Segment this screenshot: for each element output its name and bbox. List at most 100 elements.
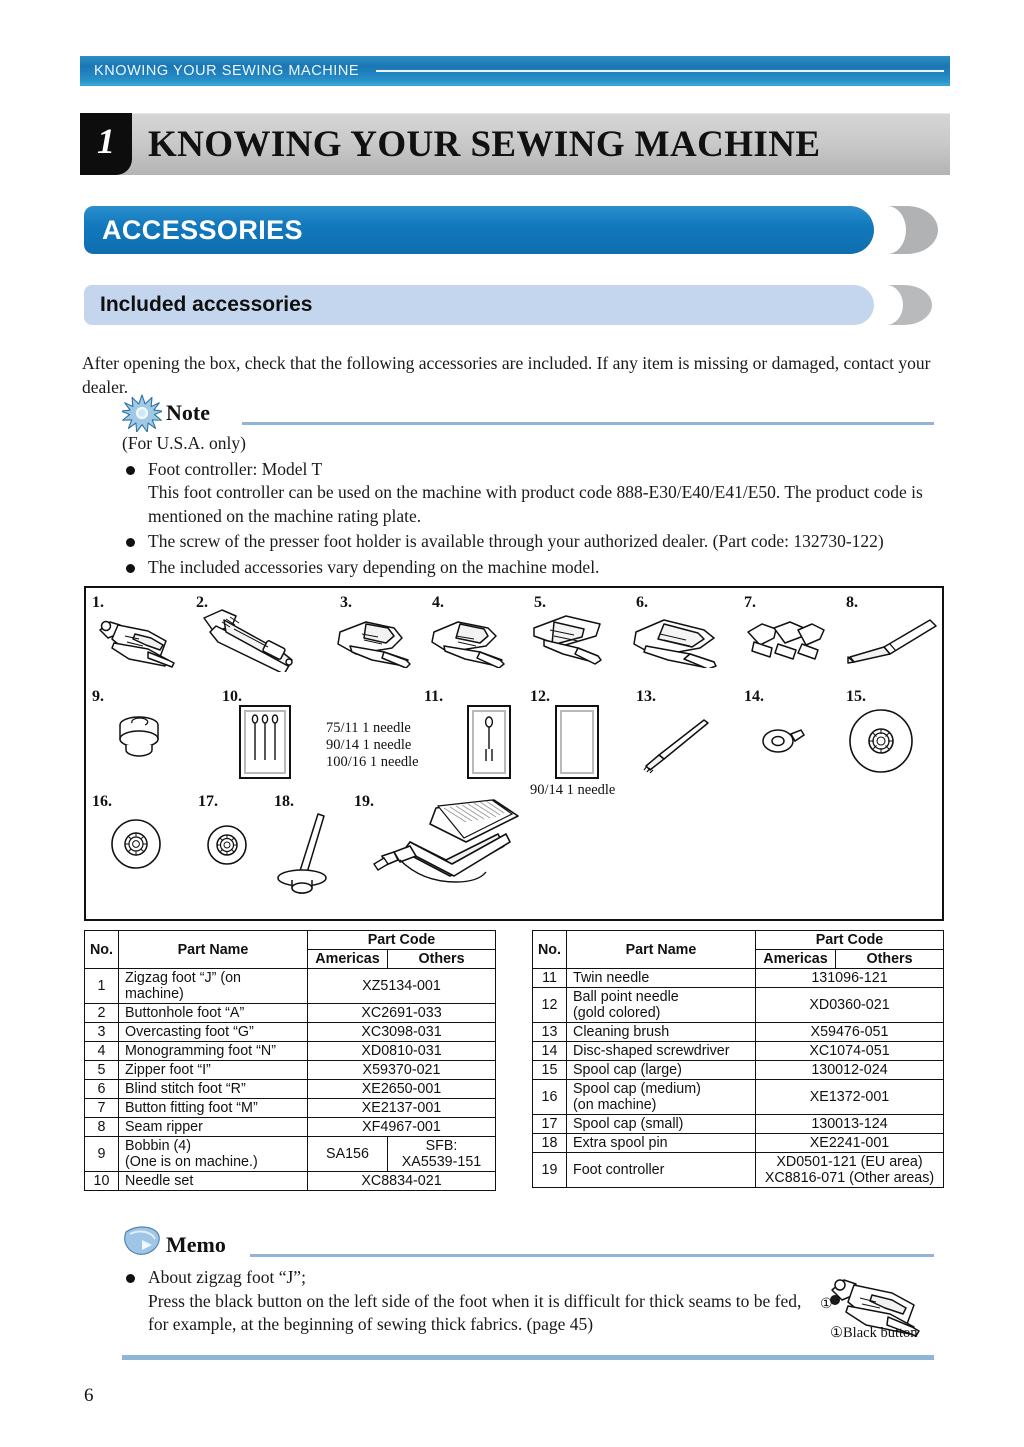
figure-number-19: 19. (354, 793, 374, 810)
spool-cap-large-illustration (846, 706, 916, 781)
note-body: (For U.S.A. only) Foot controller: Model… (122, 432, 934, 579)
running-header-underline (80, 83, 950, 86)
memo-body: About zigzag foot “J”; Press the black b… (122, 1266, 934, 1337)
chapter-title-bar (80, 113, 950, 175)
memo-figure-callout-number: ① (820, 1297, 833, 1312)
ball-point-needle-illustration (554, 704, 600, 785)
running-header-title: KNOWING YOUR SEWING MACHINE (94, 63, 360, 79)
note-bullet-1-detail: This foot controller can be used on the … (148, 482, 923, 526)
cell-no: 14 (532, 1041, 567, 1061)
cell-code-americas: SA156 (307, 1136, 388, 1172)
note-rule (242, 422, 934, 425)
note-bullet-3: The included accessories vary depending … (122, 556, 934, 580)
cell-no: 4 (84, 1041, 119, 1061)
cell-no: 1 (84, 968, 119, 1004)
cell-no: 18 (532, 1133, 567, 1153)
header-part-code: Part Code (755, 930, 944, 950)
cell-part-name: Cleaning brush (566, 1022, 756, 1042)
extra-spool-pin-illustration (272, 810, 344, 901)
header-others: Others (387, 949, 496, 969)
figure-number-6: 6. (636, 594, 648, 611)
cell-part-name: Zigzag foot “J” (on machine) (118, 968, 308, 1004)
memo-label: Memo (166, 1232, 226, 1257)
note-label: Note (166, 400, 210, 425)
page-number: 6 (84, 1385, 94, 1406)
header-no: No. (532, 930, 567, 969)
note-bullet-1-title: Foot controller: Model T (148, 458, 323, 479)
cell-no: 3 (84, 1022, 119, 1042)
header-part-name: Part Name (118, 930, 308, 969)
cell-part-code: XC1074-051 (755, 1041, 944, 1061)
figure-number-3: 3. (340, 594, 352, 611)
cleaning-brush-illustration (642, 716, 712, 779)
table-subheader-row: Americas Others (533, 949, 944, 969)
cell-part-code: X59370-021 (307, 1060, 496, 1080)
spool-cap-small-illustration (204, 822, 250, 873)
cell-no: 6 (84, 1079, 119, 1099)
cell-part-code: XE1372-001 (755, 1079, 944, 1115)
cell-no: 17 (532, 1114, 567, 1134)
parts-table-left: No. Part Name Part Code Americas Others … (84, 930, 496, 1191)
cell-no: 12 (532, 987, 567, 1023)
cell-part-name: Blind stitch foot “R” (118, 1079, 308, 1099)
note-region-line: (For U.S.A. only) (122, 433, 246, 453)
figure-number-14: 14. (744, 688, 764, 705)
blind-stitch-foot-r-illustration (630, 612, 730, 673)
table-header-row: No. Part Name Part Code (84, 930, 496, 969)
note-callout: Note (For U.S.A. only) Foot controller: … (120, 394, 934, 579)
starburst-icon (120, 394, 164, 433)
figure-number-12: 12. (530, 688, 550, 705)
bullet-dot-icon (126, 1274, 135, 1283)
cell-no: 7 (84, 1098, 119, 1118)
note-bullet-2: The screw of the presser foot holder is … (122, 530, 934, 554)
cell-part-name: Needle set (118, 1171, 308, 1191)
cell-part-name: Bobbin (4)(One is on machine.) (118, 1136, 308, 1172)
subsection-heading-label: Included accessories (100, 293, 313, 316)
section-heading-accessories: ACCESSORIES (84, 206, 950, 254)
memo-bullet-title: About zigzag foot “J”; (148, 1267, 306, 1287)
accessories-figure-box: 1. 2. 3. 4. 5. 6. 7. 8. (84, 586, 944, 921)
cell-part-code: 131096-121 (755, 968, 944, 988)
intro-paragraph: After opening the box, check that the fo… (82, 352, 931, 397)
memo-figure-caption: ①Black button (830, 1325, 918, 1341)
header-part-name: Part Name (566, 930, 756, 969)
cell-no: 5 (84, 1060, 119, 1080)
note-bullet-3-text: The included accessories vary depending … (148, 556, 600, 577)
bullet-dot-icon (126, 563, 135, 573)
header-no: No. (84, 930, 119, 969)
needle-set-caption: 75/11 1 needle 90/14 1 needle 100/16 1 n… (326, 720, 419, 770)
cell-part-code: XD0501-121 (EU area)XC8816-071 (Other ar… (755, 1152, 944, 1188)
page-title: KNOWING YOUR SEWING MACHINE (148, 123, 821, 165)
parts-table-right: No. Part Name Part Code Americas Others … (532, 930, 944, 1188)
cell-part-name: Foot controller (566, 1152, 756, 1188)
section-crescent-icon (875, 206, 938, 254)
memo-callout: Memo About zigzag foot “J”; Press the bl… (122, 1226, 934, 1337)
cell-no: 13 (532, 1022, 567, 1042)
figure-number-1: 1. (92, 594, 104, 611)
figure-number-4: 4. (432, 594, 444, 611)
cell-part-code: XC3098-031 (307, 1022, 496, 1042)
note-callout-header: Note (120, 394, 934, 433)
cell-part-code: X59476-051 (755, 1022, 944, 1042)
zigzag-foot-j-illustration (92, 612, 186, 675)
cell-no: 16 (532, 1079, 567, 1115)
figure-number-16: 16. (92, 793, 112, 810)
header-others: Others (835, 949, 944, 969)
cell-part-name: Disc-shaped screwdriver (566, 1041, 756, 1061)
cell-part-name: Monogramming foot “N” (118, 1041, 308, 1061)
cell-part-code: XE2650-001 (307, 1079, 496, 1099)
header-part-code: Part Code (307, 930, 496, 950)
chapter-number-badge: 1 (80, 113, 132, 175)
